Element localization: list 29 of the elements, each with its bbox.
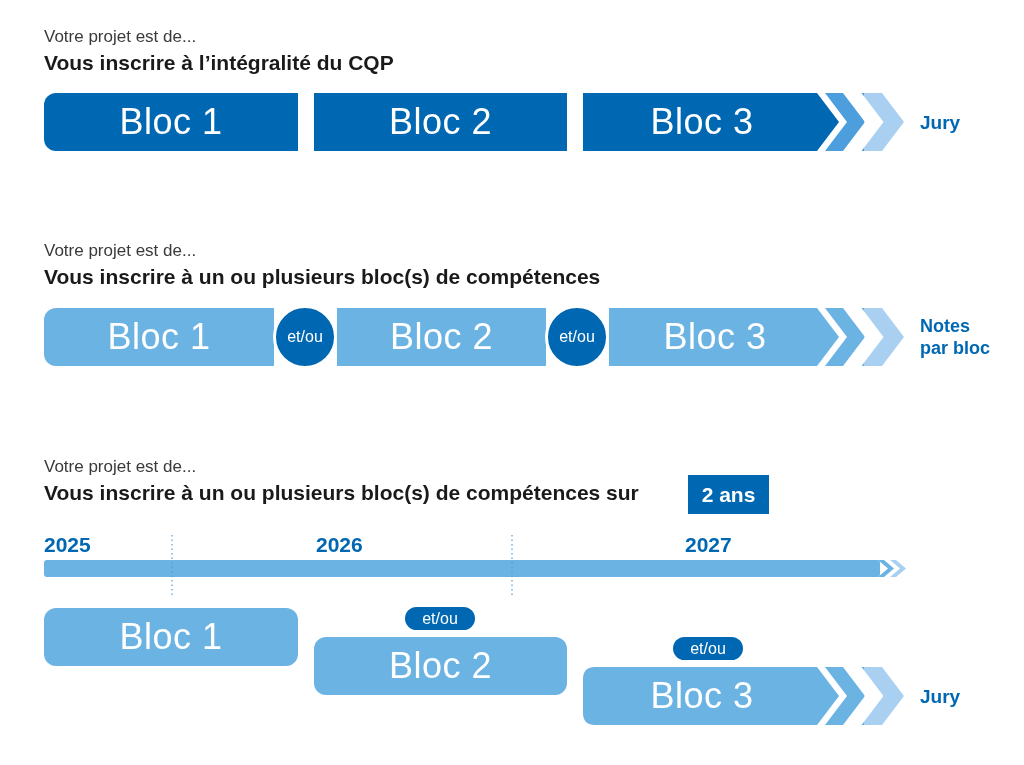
year-label: 2026 [316, 533, 363, 557]
intro-text: Votre projet est de... [44, 457, 197, 477]
block-bar: Bloc 2 [337, 308, 546, 366]
year-label: 2025 [44, 533, 91, 557]
chevron-arrow [825, 667, 904, 725]
block-bar: Bloc 2 [314, 637, 567, 695]
intro-text: Votre projet est de... [44, 27, 197, 47]
arrow-block-bar: Bloc 3 [583, 667, 839, 725]
connector-pill: et/ou [405, 607, 475, 630]
connector-pill: et/ou [673, 637, 743, 660]
block-bar: Bloc 1 [44, 93, 298, 151]
outcome-label: Notes par bloc [920, 316, 1000, 360]
block-bar: Bloc 2 [314, 93, 567, 151]
connector-circle: et/ou [545, 305, 609, 369]
duration-badge: 2 ans [688, 475, 769, 514]
arrow-block-bar: Bloc 3 [583, 93, 839, 151]
arrow-block-bar: Bloc 3 [609, 308, 839, 366]
heading: Vous inscrire à un ou plusieurs bloc(s) de compétences sur [44, 481, 639, 505]
heading: Vous inscrire à un ou plusieurs bloc(s) de compétences [44, 265, 601, 289]
heading: Vous inscrire à l’intégralité du CQP [44, 51, 394, 75]
chevron-arrow [825, 308, 904, 366]
connector-circle: et/ou [273, 305, 337, 369]
outcome-label: Jury [920, 684, 980, 710]
block-bar: Bloc 1 [44, 608, 298, 666]
outcome-label: Jury [920, 110, 980, 136]
intro-text: Votre projet est de... [44, 241, 197, 261]
year-label: 2027 [685, 533, 732, 557]
block-bar: Bloc 1 [44, 308, 274, 366]
chevron-arrow [825, 93, 904, 151]
